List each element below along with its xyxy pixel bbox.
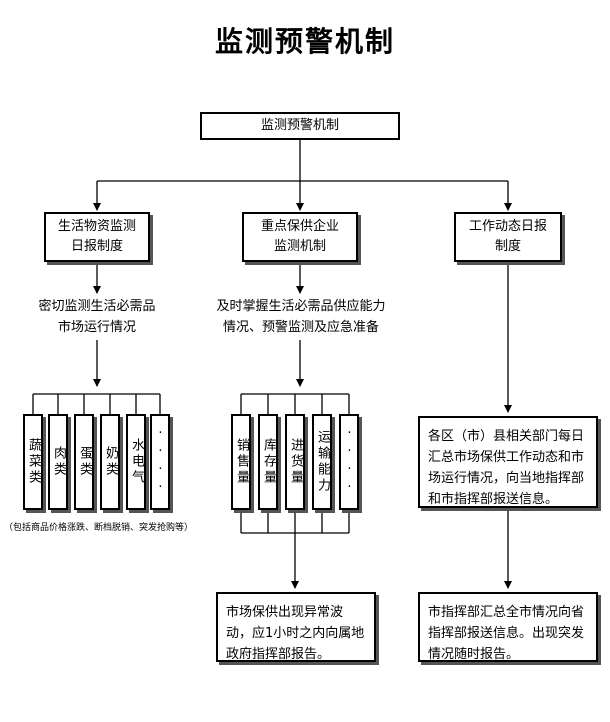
page-title: 监测预警机制 <box>214 25 395 58</box>
branch-desc-daily-monitoring: 密切监测生活必需品 市场运行情况 <box>38 299 156 335</box>
category-purchase-volume: 进货量 <box>285 414 305 510</box>
middle-result-box: 市场保供出现异常波动，应1小时之内向属地政府指挥部报告。 <box>216 592 376 662</box>
root-box: 监测预警机制 <box>200 112 400 140</box>
branch-box-key-enterprise: 重点保供企业 监测机制 <box>242 212 358 262</box>
branch-box-work-dynamics: 工作动态日报 制度 <box>454 212 562 262</box>
category-transport-capacity: 运输能力 <box>312 414 332 510</box>
branch-desc-key-enterprise: 及时掌握生活必需品供应能力 情况、预警监测及应急准备 <box>216 299 386 335</box>
category-meat: 肉类 <box>48 414 68 510</box>
category-eggs: 蛋类 <box>74 414 94 510</box>
category-sales-volume: 销售量 <box>231 414 251 510</box>
branch-box-daily-monitoring: 生活物资监测 日报制度 <box>44 212 150 262</box>
category-milk: 奶类 <box>100 414 120 510</box>
category-utilities: 水电气 <box>126 414 146 510</box>
category-note: （包括商品价格涨跌、断档脱销、突发抢购等） <box>4 523 194 533</box>
category-inventory: 库存量 <box>258 414 278 510</box>
right-step2-box: 市指挥部汇总全市情况向省指挥部报送信息。出现突发情况随时报告。 <box>418 592 598 662</box>
category-more: ···· <box>339 414 359 510</box>
category-vegetables: 蔬菜类 <box>23 414 43 510</box>
right-step1-box: 各区（市）县相关部门每日汇总市场保供工作动态和市场运行情况，向当地指挥部和市指挥… <box>418 416 598 508</box>
category-more: ···· <box>150 414 170 510</box>
